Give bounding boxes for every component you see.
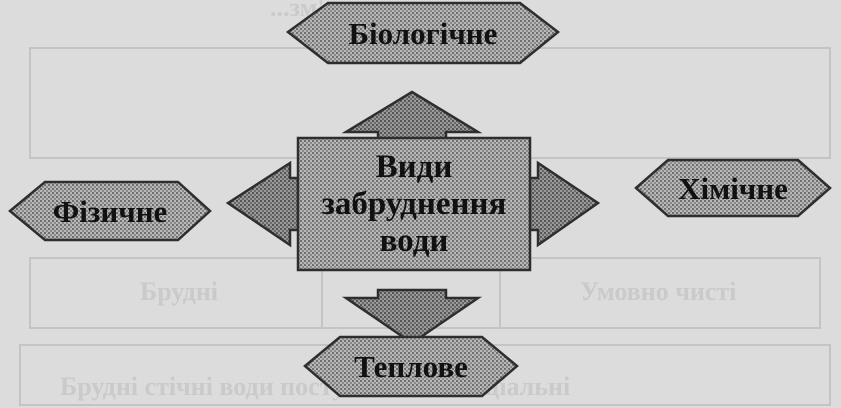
node-physical: Фізичне	[8, 180, 212, 242]
label-thermal: Теплове	[354, 349, 468, 384]
hexagon-bottom	[303, 335, 519, 398]
arrow-right	[528, 160, 601, 248]
label-biological: Біологічне	[349, 16, 498, 51]
arrow-up	[341, 90, 483, 142]
node-chemical: Хімічне	[634, 158, 832, 218]
hexagon-right	[634, 158, 832, 218]
center-box	[296, 136, 532, 272]
center-label-line-3: води	[380, 223, 449, 259]
hexagon-left	[8, 180, 212, 242]
four-way-arrow	[225, 90, 601, 345]
center-label-line-1: Види	[376, 149, 453, 185]
hexagon-top	[285, 1, 561, 65]
node-biological: Біологічне	[285, 1, 561, 65]
background-middle-left-text: Брудні	[140, 277, 218, 306]
arrow-left	[225, 160, 300, 248]
label-physical: Фізичне	[53, 194, 168, 229]
center-label-line-2: забруднення	[322, 186, 507, 222]
label-chemical: Хімічне	[678, 171, 788, 206]
node-thermal: Теплове	[303, 335, 519, 398]
arrow-down	[341, 288, 483, 345]
center-node: Види забруднення води	[296, 136, 532, 272]
background-middle-right-text: Умовно чисті	[580, 277, 736, 306]
